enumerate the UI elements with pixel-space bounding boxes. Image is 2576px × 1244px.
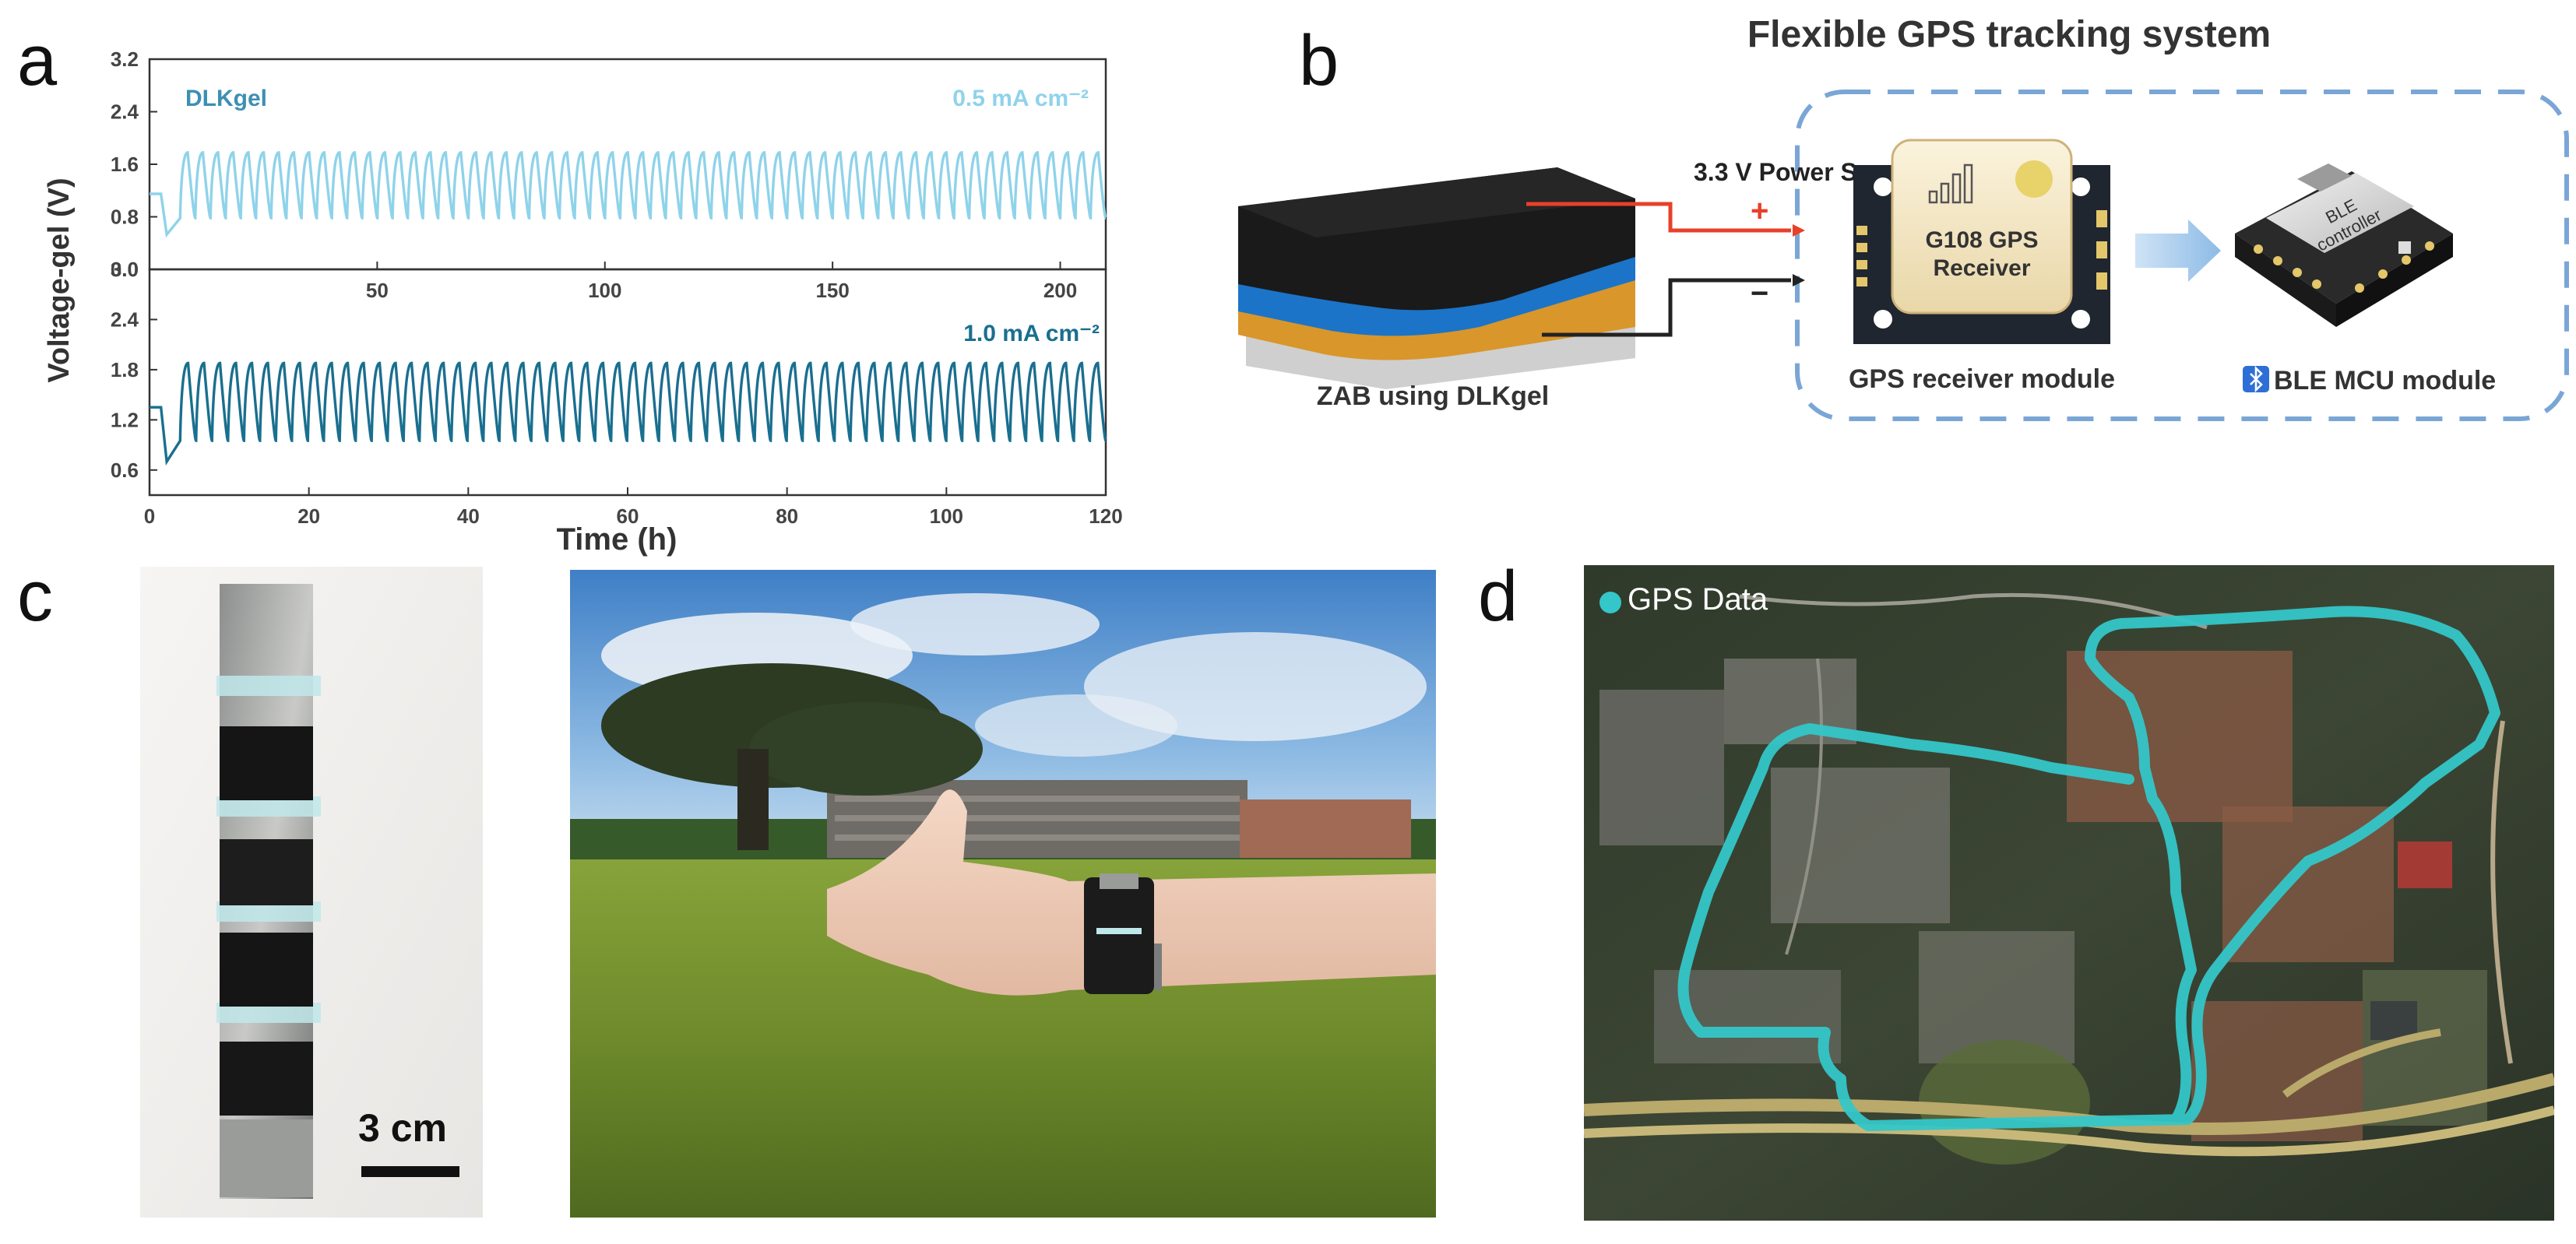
battery-strip-photo <box>140 567 483 1218</box>
ble-mcu-module <box>2235 163 2453 327</box>
gps-map <box>1584 565 2554 1221</box>
x-axis-label: Time (h) <box>557 522 677 557</box>
negative-wire <box>1542 278 1791 337</box>
gps-chip-text-2: Receiver <box>1933 255 2030 281</box>
y-tick-label-1-4: 3.0 <box>111 258 139 281</box>
x-tick-label-1-5: 100 <box>930 504 963 528</box>
x-tick-label-1-2: 40 <box>457 504 480 528</box>
y-tick-label-1-0: 0.6 <box>111 459 139 482</box>
y-tick-label-1-1: 1.2 <box>111 408 139 431</box>
x-tick-label-0-1: 100 <box>588 279 621 302</box>
x-tick-label-1-0: 0 <box>144 504 155 528</box>
diagram-title: Flexible GPS tracking system <box>1747 14 2271 55</box>
y-axis-label: Voltage-gel (V) <box>43 177 76 382</box>
x-tick-label-0-0: 50 <box>366 279 389 302</box>
plot-frame-1 <box>148 268 1107 497</box>
y-tick-label-1-2: 1.8 <box>111 358 139 381</box>
voltage-trace-0 <box>150 151 1107 238</box>
wrist-photo <box>570 570 1436 1218</box>
panel-letter-c: c <box>17 557 53 636</box>
y-tick-label-0-3: 2.4 <box>111 100 139 124</box>
gps-legend-dot <box>1599 592 1621 613</box>
negative-wire-arrowhead <box>1793 274 1805 286</box>
gps-chip-text-1: G108 GPS <box>1925 227 2038 253</box>
gps-track-route <box>1677 606 2500 1131</box>
top-annotation-dlkgel: DLKgel <box>185 86 267 111</box>
x-tick-label-1-1: 20 <box>297 504 320 528</box>
zab-battery-stack <box>1238 167 1635 389</box>
system-dashed-box <box>1795 90 2569 421</box>
ble-module-label: BLE MCU module <box>2274 366 2496 395</box>
gps-legend-label: GPS Data <box>1628 582 1768 617</box>
panel-b-diagram: Flexible GPS tracking system ZAB using D… <box>1238 14 2569 421</box>
panel-letter-a: a <box>17 21 58 100</box>
gps-receiver-module <box>1853 139 2110 344</box>
positive-wire <box>1526 202 1791 233</box>
y-tick-label-0-2: 1.6 <box>111 153 139 176</box>
positive-wire-arrowhead <box>1793 224 1805 237</box>
panel-letter-d: d <box>1478 557 1519 636</box>
voltage-trace-1 <box>150 361 1107 466</box>
bluetooth-icon <box>2243 365 2269 393</box>
battery-label: ZAB using DLKgel <box>1317 381 1549 411</box>
x-tick-label-1-6: 120 <box>1089 504 1122 528</box>
y-tick-label-0-0: 0.0 <box>111 258 139 281</box>
y-tick-label-0-1: 0.8 <box>111 206 139 229</box>
y-tick-label-1-3: 2.4 <box>111 307 139 331</box>
panel-letter-b: b <box>1299 21 1339 100</box>
x-tick-label-0-2: 150 <box>815 279 849 302</box>
x-tick-label-0-3: 200 <box>1043 279 1077 302</box>
top-legend-current: 0.5 mA cm⁻² <box>952 86 1089 111</box>
scale-bar-label: 3 cm <box>358 1106 447 1150</box>
gps-module-label: GPS receiver module <box>1849 364 2115 394</box>
minus-sign: − <box>1751 276 1768 311</box>
x-tick-label-1-4: 80 <box>776 504 798 528</box>
x-tick-label-1-3: 60 <box>617 504 639 528</box>
plus-sign: + <box>1751 194 1768 228</box>
bottom-legend-current: 1.0 mA cm⁻² <box>963 321 1100 346</box>
y-tick-label-0-4: 3.2 <box>111 47 139 71</box>
gps-to-ble-arrow <box>2135 220 2221 282</box>
